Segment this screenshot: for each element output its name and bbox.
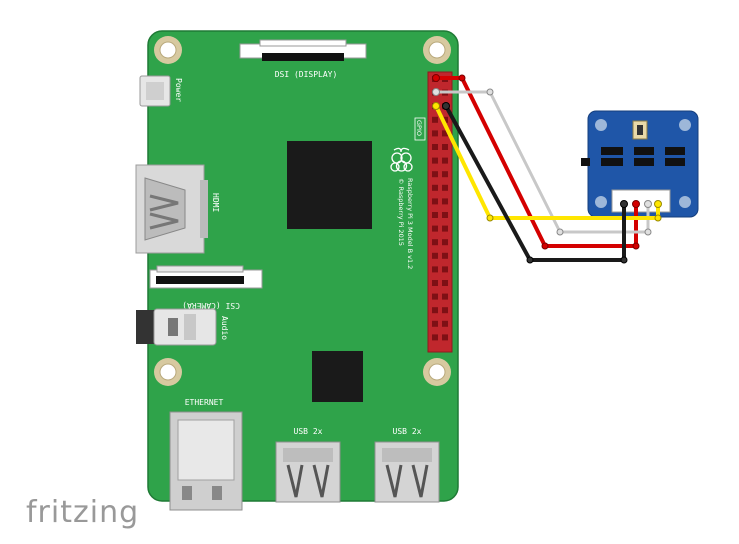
model-text: Raspberry Pi 3 Model B v1.2 (406, 178, 414, 269)
mounting-hole (423, 358, 451, 386)
gpio-pin (442, 239, 448, 246)
gpio-pin (432, 225, 438, 232)
gpio-pin (442, 198, 448, 205)
usb-label: USB 2x (294, 427, 323, 436)
gpio-pin (442, 252, 448, 259)
gpio-pin (432, 239, 438, 246)
gpio-pin (442, 157, 448, 164)
mounting-hole (423, 36, 451, 64)
gpio-pin (432, 252, 438, 259)
gpio-pin (442, 212, 448, 218)
usb-label: USB 2x (393, 427, 422, 436)
lan-chip (312, 351, 363, 402)
gpio-pin (442, 266, 448, 273)
raspberry-logo-icon (390, 147, 413, 172)
gpio-pin (432, 130, 438, 137)
gpio-pin (442, 225, 448, 232)
ethernet-label: ETHERNET (185, 398, 224, 407)
gpio-pin (442, 116, 448, 123)
gpio-pin (432, 198, 438, 205)
gpio-pin (432, 293, 438, 300)
gpio-pin (432, 116, 438, 123)
gpio-pin (442, 184, 448, 191)
gpio-pin (442, 293, 448, 300)
gpio-pin (432, 334, 438, 341)
gpio-pin (432, 184, 438, 191)
hdmi-label: HDMI (211, 193, 220, 212)
mounting-hole (154, 36, 182, 64)
csi-label: CSI (CAMERA) (182, 301, 240, 310)
gpio-pin (442, 334, 448, 341)
gpio-pin (442, 130, 448, 137)
dsi-label: DSI (DISPLAY) (275, 70, 338, 79)
gpio-pin (432, 320, 438, 327)
mounting-hole (154, 358, 182, 386)
copyright-text: © Raspberry Pi 2015 (397, 178, 405, 246)
gpio-pin (432, 171, 438, 178)
signal-yellow-wire (434, 105, 660, 220)
gpio-pin (442, 320, 448, 327)
power-label: Power (174, 78, 183, 102)
gpio-pin (432, 307, 438, 314)
gpio-pin (442, 280, 448, 286)
grove-connector (611, 189, 671, 213)
soc-chip (287, 141, 372, 229)
hdmi-connector: HDMI (135, 164, 220, 254)
raspberry-pi-board: DSI (DISPLAY) Power HDMI CSI (CAMERA) (135, 30, 459, 511)
gpio-pin (432, 212, 438, 218)
gpio-pin (442, 307, 448, 314)
gpio-pin (432, 266, 438, 273)
audio-label: Audio (220, 316, 229, 340)
ethernet-port: ETHERNET (169, 398, 243, 511)
fritzing-watermark: fritzing (26, 495, 139, 530)
gpio-pin (432, 280, 438, 286)
dsi-connector: DSI (DISPLAY) (239, 39, 367, 79)
power-connector: Power (139, 75, 183, 107)
gpio-pin (432, 157, 438, 164)
gpio-pin (432, 144, 438, 150)
usb-port: USB 2x (374, 427, 440, 503)
csi-connector: CSI (CAMERA) (149, 265, 263, 310)
audio-jack: Audio (136, 308, 229, 346)
gpio-label: GPIO (415, 120, 423, 136)
ground-wire (444, 105, 626, 262)
sensor-module (581, 110, 699, 218)
gpio-pin (442, 171, 448, 178)
usb-port: USB 2x (275, 427, 341, 503)
gpio-pin (442, 144, 448, 150)
wires (432, 74, 662, 264)
